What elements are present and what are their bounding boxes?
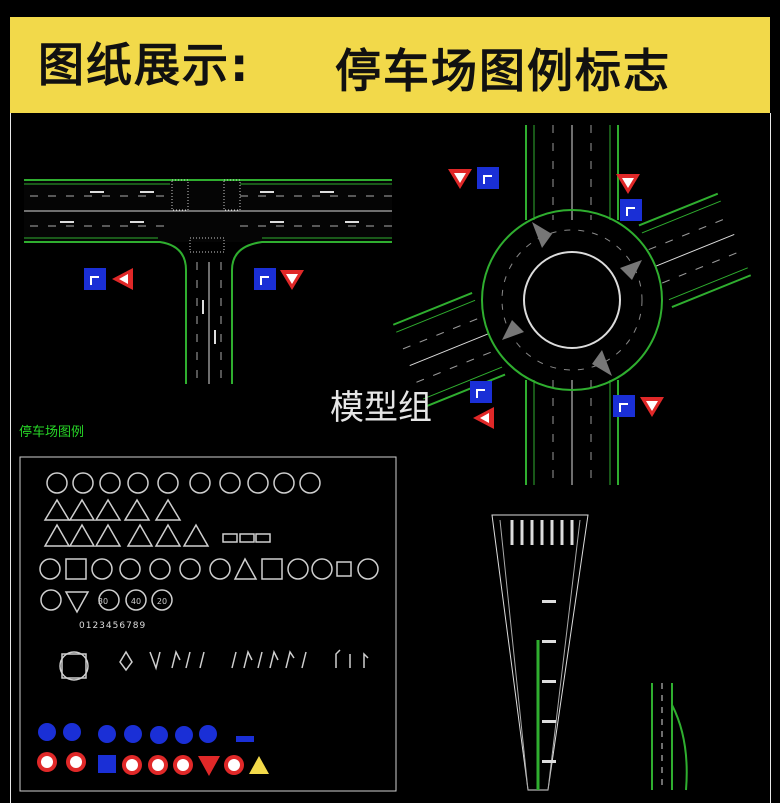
watermark-text: 模型组	[330, 388, 432, 428]
svg-text:20: 20	[157, 597, 167, 606]
legend-digits: 0123456789	[79, 621, 147, 631]
legend-box: 30 40 20	[19, 456, 397, 792]
frame-right-line	[770, 113, 771, 803]
lane-taper	[491, 514, 688, 791]
svg-text:40: 40	[131, 597, 141, 606]
banner-right-text: 停车场图例标志	[335, 44, 671, 98]
roundabout	[392, 125, 752, 485]
t-intersection	[24, 179, 392, 384]
legend-title: 停车场图例	[19, 425, 85, 440]
frame-left-line	[10, 113, 11, 803]
banner-left-text: 图纸展示:	[38, 38, 251, 92]
title-banner: 图纸展示: 停车场图例标志	[10, 17, 770, 113]
svg-text:30: 30	[98, 597, 108, 606]
